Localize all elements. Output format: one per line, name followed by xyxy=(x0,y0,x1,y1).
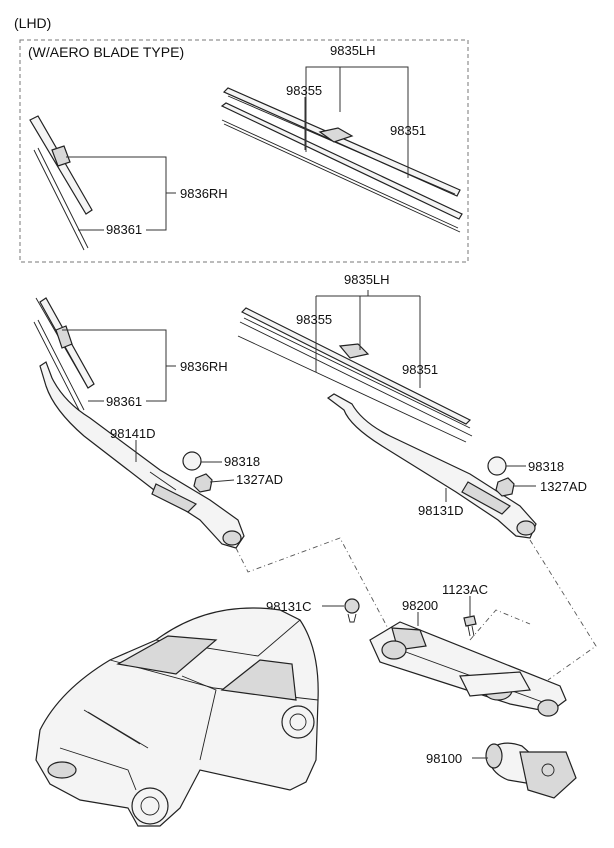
nut-lh-drawing xyxy=(495,477,515,497)
assembly-line-rh xyxy=(235,537,393,637)
arm-rh-label: 98141D xyxy=(110,426,156,441)
aero-lh-assy-label: 9835LH xyxy=(330,43,376,58)
wiper-arm-rh-drawing xyxy=(39,361,245,549)
nut-lh-label: 1327AD xyxy=(540,479,587,494)
std-rh-leader-lines xyxy=(62,329,176,402)
bolt-label: 1123AC xyxy=(442,582,488,597)
cap-rh-drawing xyxy=(182,451,202,471)
drive-type-label: (LHD) xyxy=(14,15,51,31)
nut-rh-leader xyxy=(209,479,235,483)
aero-lh-blade-drawing xyxy=(220,87,463,233)
cap-rh-label: 98318 xyxy=(224,454,260,469)
aero-lh-insert-label: 98351 xyxy=(390,123,426,138)
std-rh-blade-drawing xyxy=(33,297,95,413)
std-lh-insert-label: 98351 xyxy=(402,362,438,377)
motor-label: 98100 xyxy=(426,751,462,766)
aero-lh-blade-label: 98355 xyxy=(286,83,322,98)
nut-rh-label: 1327AD xyxy=(236,472,283,487)
aero-rh-insert-label: 98361 xyxy=(106,222,142,237)
aero-blade-group-box xyxy=(19,39,469,263)
wiper-arm-lh-drawing xyxy=(326,393,537,539)
aero-blade-type-label: (W/AERO BLADE TYPE) xyxy=(28,44,184,60)
std-lh-blade-label: 98355 xyxy=(296,312,332,327)
car-illustration xyxy=(35,607,319,827)
linkage-drawing xyxy=(369,621,567,717)
assembly-line-bolt xyxy=(469,609,531,641)
nut-rh-drawing xyxy=(193,473,213,493)
aero-rh-blade-drawing xyxy=(29,115,93,251)
aero-rh-assy-label: 9836RH xyxy=(180,186,228,201)
bolt-drawing xyxy=(463,615,477,637)
std-lh-assy-label: 9835LH xyxy=(344,272,390,287)
assembly-line-lh xyxy=(529,539,597,681)
cap-lh-drawing xyxy=(487,456,507,476)
pivot-cap-drawing xyxy=(344,598,360,623)
aero-rh-leader-lines xyxy=(66,156,176,231)
arm-lh-label: 98131D xyxy=(418,503,464,518)
cap-lh-label: 98318 xyxy=(528,459,564,474)
std-rh-insert-label: 98361 xyxy=(106,394,142,409)
std-lh-blade-drawing xyxy=(237,307,473,443)
linkage-label: 98200 xyxy=(402,598,438,613)
std-lh-leader-lines xyxy=(315,290,421,388)
motor-drawing xyxy=(485,742,577,799)
aero-lh-leader-lines xyxy=(305,66,409,178)
std-rh-assy-label: 9836RH xyxy=(180,359,228,374)
